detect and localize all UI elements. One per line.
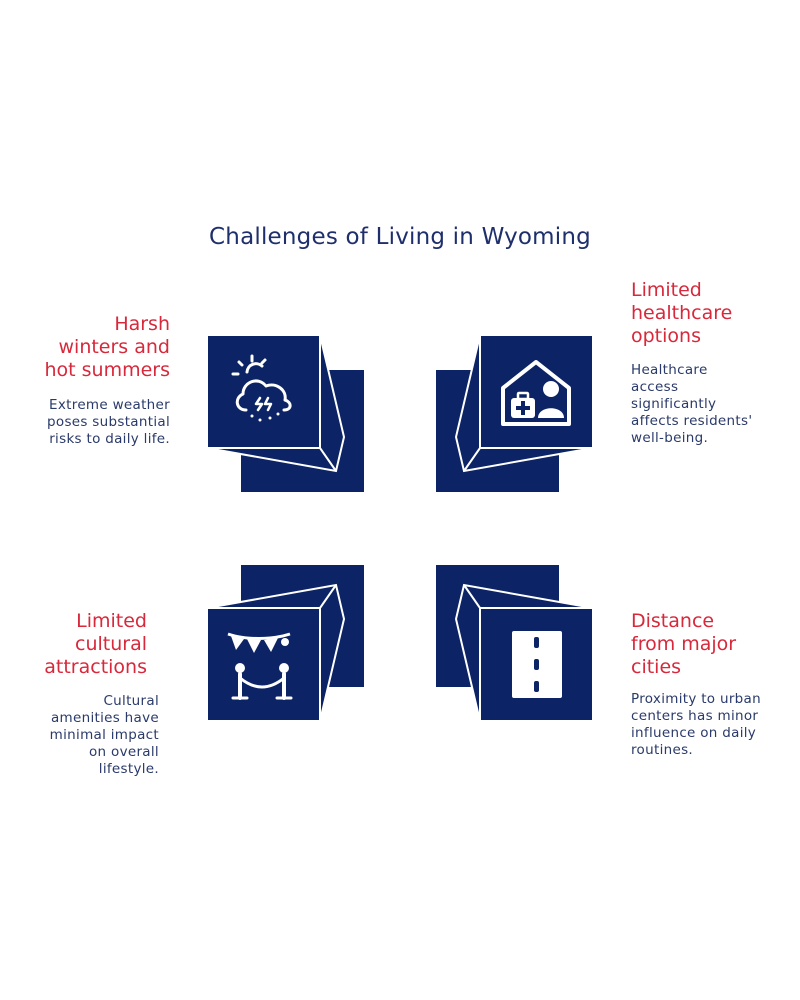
box-top-left: [206, 334, 364, 492]
description-harsh-weather: Extreme weather poses substantial risks …: [47, 397, 170, 447]
page-title: Challenges of Living in Wyoming: [209, 224, 591, 250]
heading-healthcare: Limited healthcare options: [631, 279, 733, 347]
heading-harsh-weather: Harsh winters and hot summers: [44, 313, 170, 381]
festival-icon: [227, 632, 293, 700]
weather-icon: [231, 354, 292, 422]
road-icon: [512, 631, 562, 698]
heading-cultural: Limited cultural attractions: [44, 610, 147, 678]
heading-distance: Distance from major cities: [631, 610, 737, 678]
description-cultural: Cultural amenities have minimal impact o…: [49, 693, 159, 777]
healthcare-icon: [501, 360, 571, 426]
description-distance: Proximity to urban centers has minor inf…: [631, 691, 761, 758]
description-healthcare: Healthcare access significantly affects …: [631, 362, 753, 446]
